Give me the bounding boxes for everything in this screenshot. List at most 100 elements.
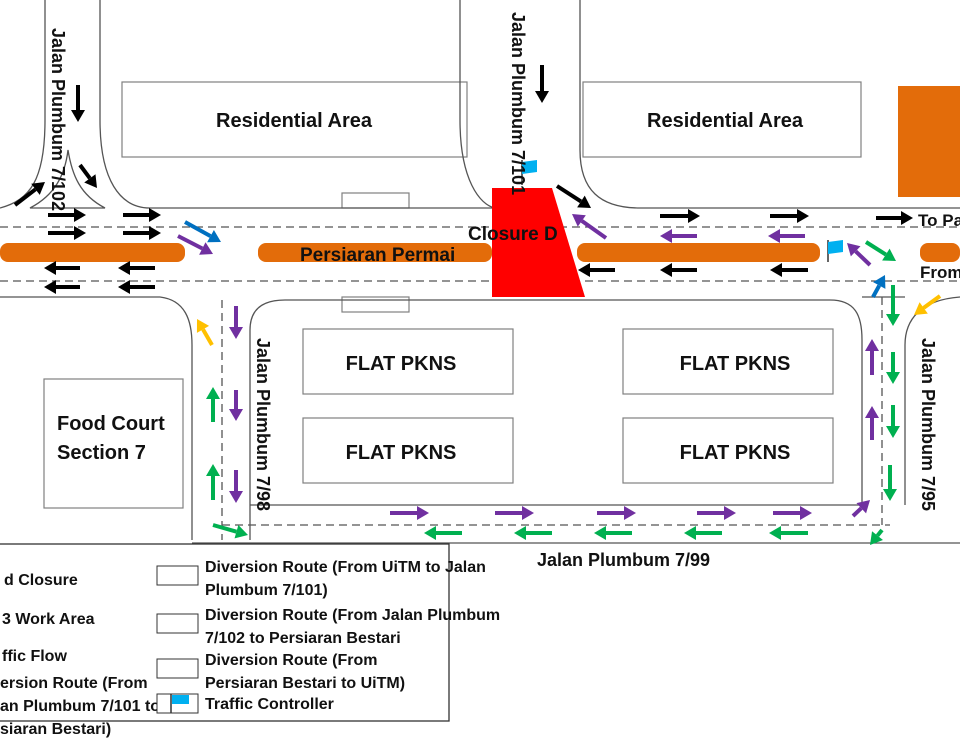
traffic-arrow-icon: [770, 209, 809, 223]
legend-left-text: ffic Flow: [2, 648, 67, 665]
traffic-controller-flag-icon: [521, 160, 537, 185]
purple-arrow-icon: [495, 506, 534, 520]
legend-left-text: 3 Work Area: [2, 611, 95, 628]
purple-arrow-icon: [572, 214, 608, 240]
flat-pkns-1-label: FLAT PKNS: [346, 353, 457, 375]
flat-pkns-3-label: FLAT PKNS: [346, 442, 457, 464]
green-arrow-icon: [886, 352, 900, 384]
traffic-arrow-icon: [770, 263, 808, 277]
purple-arrow-icon: [847, 243, 872, 267]
purple-arrow-icon: [177, 234, 213, 255]
green-arrow-icon: [870, 528, 884, 545]
jalan-7-101-label: Jalan Plumbum 7/101: [508, 12, 528, 195]
legend-purple-text: Diversion Route (From UiTM to Jalan: [205, 559, 486, 576]
road-edge: [579, 0, 960, 209]
median: [258, 243, 492, 262]
flat-pkns-4: [622, 417, 834, 484]
green-arrow-icon: [206, 387, 220, 422]
yellow-arrow-icon: [914, 294, 942, 315]
road-edge: [0, 296, 193, 540]
road-edge: [29, 149, 106, 209]
legend-purple-text: Plumbum 7/101): [205, 582, 328, 599]
residential-area-left: [121, 81, 468, 158]
purple-arrow-icon: [773, 506, 812, 520]
legend-swatch-purple: [156, 565, 199, 586]
traffic-controller-flag-icon: [827, 240, 843, 262]
legend-yellow-text: Diversion Route (From: [205, 652, 377, 669]
green-arrow-icon: [864, 240, 896, 261]
traffic-arrow-icon: [13, 182, 45, 207]
traffic-arrow-icon: [123, 208, 161, 222]
work-area-block: [898, 86, 960, 197]
traffic-arrow-icon: [118, 280, 155, 294]
from-label: From: [920, 263, 960, 282]
traffic-arrow-icon: [660, 209, 700, 223]
green-arrow-icon: [206, 464, 220, 500]
purple-arrow-icon: [229, 390, 243, 421]
legend-swatch-yellow: [156, 658, 199, 679]
yellow-arrow-icon: [196, 319, 214, 346]
green-arrow-icon: [886, 285, 900, 326]
legend-flag-text: Traffic Controller: [205, 696, 334, 713]
traffic-arrow-icon: [44, 280, 80, 294]
traffic-arrow-icon: [578, 263, 615, 277]
legend-box: [0, 543, 450, 722]
jalan-7-102-label: Jalan Plumbum 7/102: [48, 28, 68, 211]
green-arrow-icon: [883, 465, 897, 501]
traffic-arrow-icon: [660, 263, 697, 277]
arrows-layer: [13, 65, 942, 676]
traffic-arrow-icon: [118, 261, 155, 275]
closure-d-label: Closure D: [468, 224, 558, 245]
legend-yellow-text: Persiaran Bestari to UiTM): [205, 675, 405, 692]
traffic-arrow-icon: [123, 226, 161, 240]
purple-arrow-icon: [597, 506, 636, 520]
purple-arrow-icon: [697, 506, 736, 520]
green-arrow-icon: [514, 526, 552, 540]
traffic-arrow-icon: [48, 226, 86, 240]
blue-arrow-icon: [184, 220, 221, 243]
purple-arrow-icon: [865, 406, 879, 440]
small-building: [341, 192, 410, 209]
green-arrow-icon: [424, 526, 462, 540]
persiaran-permai-label: Persiaran Permai: [300, 245, 455, 266]
closure-d-zone: [492, 188, 585, 297]
jalan-7-95-label: Jalan Plumbum 7/95: [918, 338, 938, 511]
traffic-arrow-icon: [78, 163, 97, 188]
green-arrow-icon: [886, 405, 900, 438]
median: [920, 243, 960, 262]
median: [0, 243, 185, 262]
median: [577, 243, 820, 262]
legend-left-text: d Closure: [4, 572, 78, 589]
residential-area-right: [582, 81, 862, 158]
small-building: [341, 296, 410, 313]
food-court-label: Section 7: [57, 442, 146, 464]
traffic-arrow-icon: [876, 211, 913, 225]
food-court: [43, 378, 184, 509]
purple-arrow-icon: [851, 500, 870, 518]
to-pa-label: To Pa: [918, 211, 960, 230]
green-arrow-icon: [684, 526, 722, 540]
traffic-arrow-icon: [535, 65, 549, 103]
legend-blue-text: Diversion Route (From Jalan Plumbum: [205, 607, 500, 624]
food-court-label: Food Court: [57, 413, 165, 435]
jalan-7-99-label: Jalan Plumbum 7/99: [537, 550, 710, 570]
road-edge: [249, 299, 863, 540]
legend-swatch-blue: [156, 613, 199, 634]
traffic-arrow-icon: [48, 208, 86, 222]
residential-area-left-label: Residential Area: [216, 110, 373, 132]
purple-arrow-icon: [865, 339, 879, 375]
flat-pkns-3: [302, 417, 514, 484]
jalan-7-98-label: Jalan Plumbum 7/98: [253, 338, 273, 511]
traffic-arrow-icon: [71, 85, 85, 122]
purple-arrow-icon: [229, 306, 243, 339]
legend-flag-icon: [170, 694, 189, 713]
road-edge: [904, 296, 960, 505]
purple-arrow-icon: [768, 229, 805, 243]
traffic-arrow-icon: [44, 261, 80, 275]
legend-blue-text: 7/102 to Persiaran Bestari: [205, 630, 401, 647]
road-edge: [99, 0, 495, 209]
road-edge: [0, 0, 46, 209]
green-arrow-icon: [594, 526, 632, 540]
legend-left-text: an Plumbum 7/101 to: [0, 698, 160, 715]
